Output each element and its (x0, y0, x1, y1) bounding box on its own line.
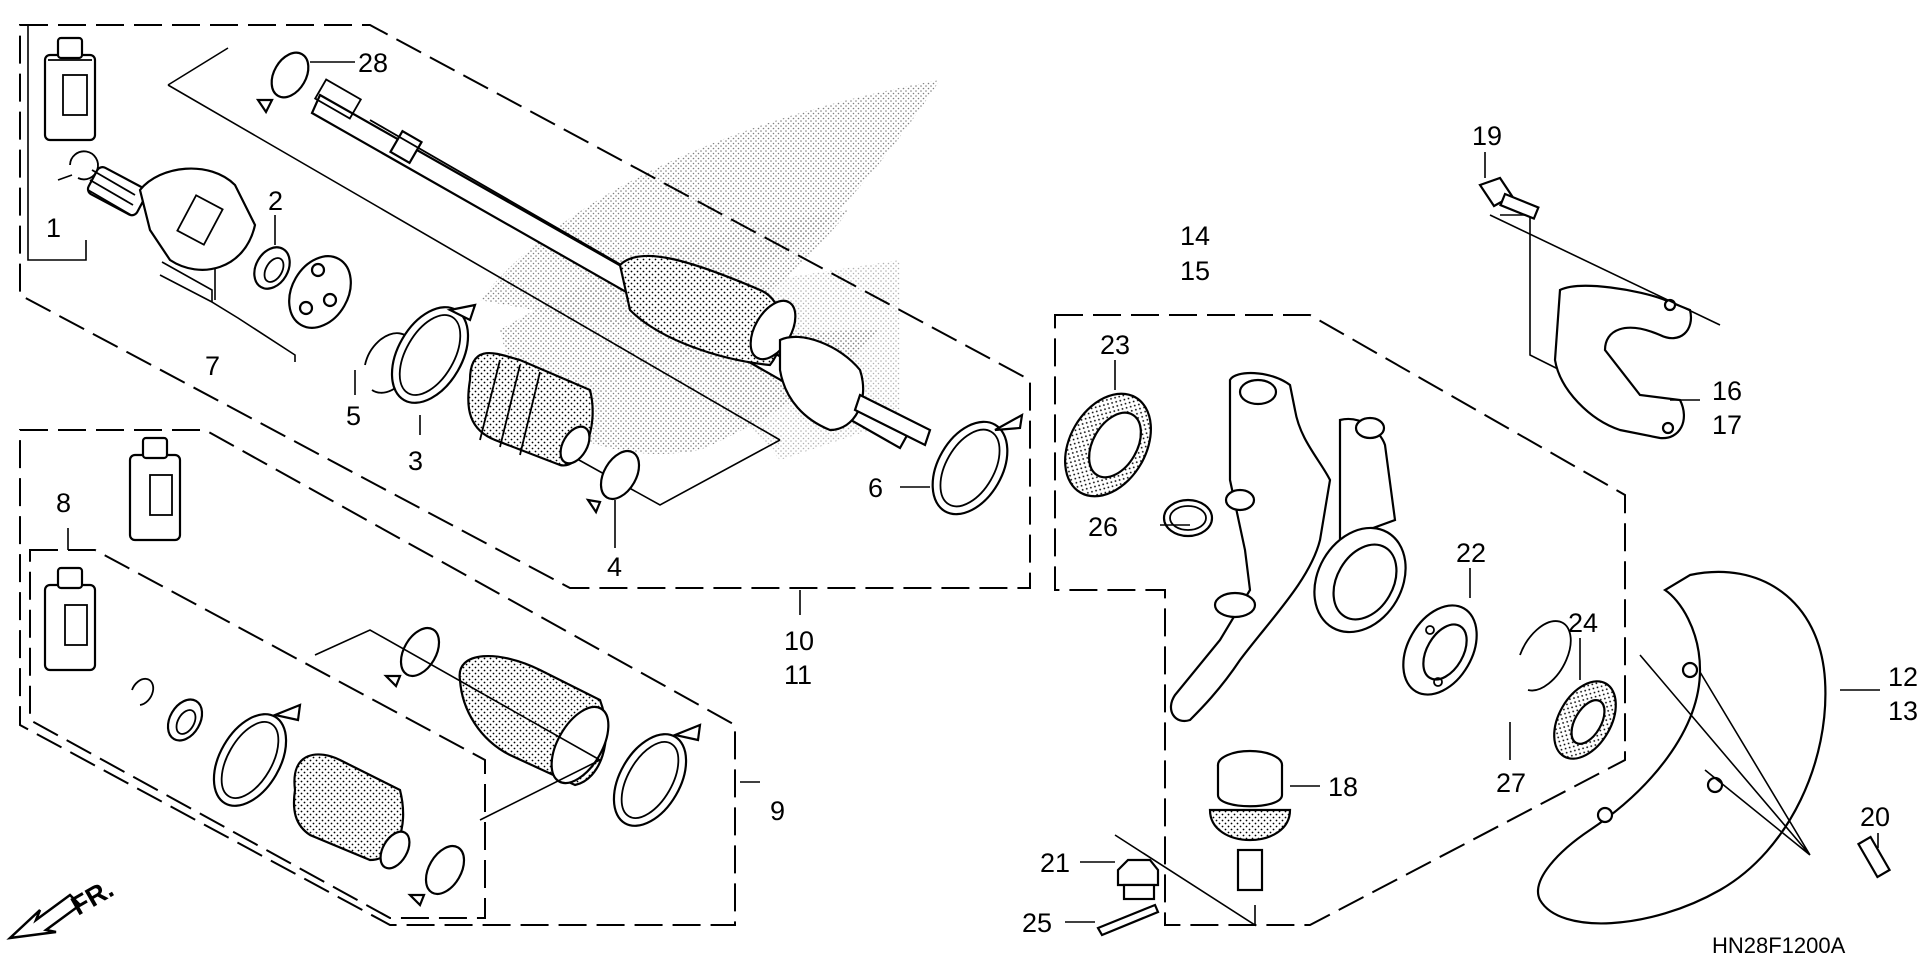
callout-21: 21 (1040, 848, 1070, 878)
band-part-6 (931, 412, 1024, 516)
ball-joint-part-18 (1208, 749, 1292, 892)
kit-boot-outer (458, 654, 610, 787)
callout-8: 8 (56, 488, 71, 518)
callout-5: 5 (346, 401, 361, 431)
oil-bottle-low (43, 566, 97, 672)
oil-bottle-mid (128, 436, 182, 542)
boot-inner (467, 352, 594, 467)
kit-band-small-low (407, 845, 466, 907)
kit-boot-inner (292, 753, 411, 870)
kit-ring (166, 698, 204, 742)
snap-ring-part-27 (1519, 620, 1572, 692)
kit-band-large (212, 703, 302, 807)
leaders-12-20 (1639, 654, 1811, 856)
callout-18: 18 (1328, 772, 1358, 802)
kit-snap-ring (131, 677, 155, 706)
bolt-part-20 (1856, 835, 1892, 879)
kit-band-outer (612, 723, 702, 827)
callout-17: 17 (1712, 410, 1742, 440)
band-part-28 (255, 51, 310, 115)
callout-labels: 1 2 3 4 5 6 7 8 9 10 11 12 13 14 15 16 1… (46, 48, 1918, 938)
callout-9: 9 (770, 796, 785, 826)
bracket-part-16 (1553, 284, 1693, 440)
bracket-19 (1489, 214, 1721, 326)
ring-part-2 (253, 246, 291, 290)
callout-25: 25 (1022, 908, 1052, 938)
callout-14: 14 (1180, 221, 1210, 251)
diagram-code: HN28F1200A (1712, 933, 1846, 958)
callout-2: 2 (268, 186, 283, 216)
bearing-part-22 (1402, 604, 1478, 696)
cotter-pin-part-25 (1096, 903, 1160, 937)
kit-inner-bracket (314, 629, 602, 821)
callout-7: 7 (205, 351, 220, 381)
bolt-part-19 (1478, 176, 1540, 221)
oil-bottle-top (43, 36, 97, 142)
callout-19: 19 (1472, 121, 1502, 151)
callout-24: 24 (1568, 608, 1598, 638)
callout-28: 28 (358, 48, 388, 78)
circlip-part-26 (1162, 498, 1214, 538)
callout-4: 4 (607, 552, 622, 582)
kit-band-small-up (383, 627, 441, 688)
callout-15: 15 (1180, 256, 1210, 286)
knuckle (1169, 371, 1407, 723)
callout-27: 27 (1496, 768, 1526, 798)
callout-12: 12 (1888, 662, 1918, 692)
bearing-cage (288, 255, 352, 329)
direction-label: FR. (66, 873, 119, 921)
callout-22: 22 (1456, 538, 1486, 568)
circlip-part-1 (69, 150, 99, 181)
callout-3: 3 (408, 446, 423, 476)
bracket-7 (159, 261, 296, 362)
callout-26: 26 (1088, 512, 1118, 542)
callout-20: 20 (1860, 802, 1890, 832)
band-part-4 (585, 450, 641, 515)
bracket-21-25 (1114, 834, 1256, 927)
callout-13: 13 (1888, 696, 1918, 726)
callout-16: 16 (1712, 376, 1742, 406)
callout-leaders (57, 61, 1880, 923)
group-outlines (19, 24, 1626, 926)
callout-1: 1 (46, 213, 61, 243)
callout-6: 6 (868, 473, 883, 503)
nut-part-21 (1116, 858, 1160, 901)
bearing-part-23 (1064, 392, 1152, 498)
outer-cv-joint (86, 166, 257, 271)
callout-11: 11 (784, 660, 812, 690)
callout-10: 10 (784, 626, 814, 656)
callout-23: 23 (1100, 330, 1130, 360)
band-part-3 (390, 303, 477, 404)
front-direction-arrow (6, 893, 82, 940)
seal-part-24 (1553, 680, 1617, 760)
disc-cover-part-12 (1537, 570, 1827, 925)
cv-joint-outer (778, 335, 932, 447)
